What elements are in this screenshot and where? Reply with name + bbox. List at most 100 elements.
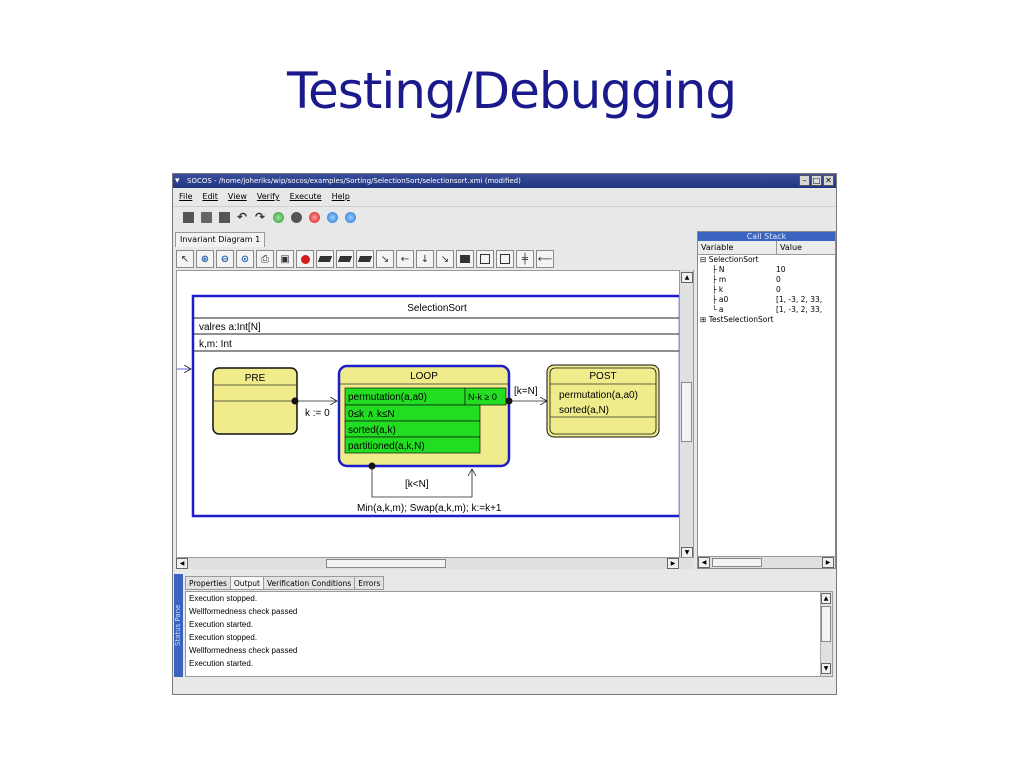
var-name: a0 xyxy=(718,295,729,304)
canvas-hscroll-thumb[interactable] xyxy=(326,559,446,568)
log-line: Execution stopped. xyxy=(189,594,258,603)
canvas-vertical-scrollbar[interactable]: ▲ ▼ xyxy=(679,270,693,569)
filled-box-tool-icon[interactable] xyxy=(456,250,474,268)
procedure-name: SelectionSort xyxy=(407,303,467,314)
var-value: 10 xyxy=(775,265,786,274)
fork-tool-icon[interactable]: ╪ xyxy=(516,250,534,268)
record-icon[interactable] xyxy=(291,212,302,223)
menu-execute[interactable]: Execute xyxy=(289,192,322,201)
main-toolbar: ↶ ↷ xyxy=(173,206,836,228)
export-icon[interactable]: ▣ xyxy=(276,250,294,268)
zoom-in-icon[interactable]: ⊕ xyxy=(196,250,214,268)
scroll-right-icon[interactable]: ▶ xyxy=(667,558,679,569)
output-scroll-down-icon[interactable]: ▼ xyxy=(821,663,831,674)
tab-output[interactable]: Output xyxy=(229,576,264,590)
tab-properties[interactable]: Properties xyxy=(185,576,231,590)
zoom-out-icon[interactable]: ⊖ xyxy=(216,250,234,268)
state-tool-icon[interactable] xyxy=(316,250,334,268)
tree-row-other[interactable]: ⊞ TestSelectionSort xyxy=(698,315,835,325)
down-arrow-tool-icon[interactable]: ↓ xyxy=(416,250,434,268)
save-icon[interactable] xyxy=(219,212,230,223)
call-stack-panel: Call Stack Variable Value ⊟ SelectionSor… xyxy=(697,231,836,569)
select-pointer-icon[interactable]: ↖ xyxy=(176,250,194,268)
canvas-vscroll-thumb[interactable] xyxy=(681,382,692,442)
cs-scroll-left-icon[interactable]: ◀ xyxy=(698,557,710,568)
loop-variant[interactable] xyxy=(464,387,507,406)
init-assignment: k := 0 xyxy=(305,408,330,419)
column-value[interactable]: Value xyxy=(780,243,802,252)
tree-row-var[interactable]: ├ m 0 xyxy=(698,275,835,285)
valres-declaration: valres a:Int[N] xyxy=(199,322,261,333)
minimize-icon[interactable]: – xyxy=(799,175,810,186)
post-invariant-0: permutation(a,a0) xyxy=(559,390,638,401)
tab-verification-conditions[interactable]: Verification Conditions xyxy=(262,576,356,590)
call-stack-header: Variable Value xyxy=(698,241,835,255)
step-into-icon[interactable] xyxy=(327,212,338,223)
transition-tool-icon[interactable]: ↘ xyxy=(376,250,394,268)
tab-invariant-diagram[interactable]: Invariant Diagram 1 xyxy=(175,232,266,247)
diagonal-arrow-tool-icon[interactable]: ↘ xyxy=(436,250,454,268)
situation-tool-icon[interactable] xyxy=(336,250,354,268)
undo-icon[interactable]: ↶ xyxy=(237,210,248,224)
menu-edit[interactable]: Edit xyxy=(202,192,218,201)
tree-row-root[interactable]: ⊟ SelectionSort xyxy=(698,255,835,265)
menu-file[interactable]: File xyxy=(179,192,193,201)
close-icon[interactable]: ✕ xyxy=(823,175,834,186)
menu-view[interactable]: View xyxy=(227,192,247,201)
var-value: 0 xyxy=(775,275,781,284)
tree-label: TestSelectionSort xyxy=(708,315,774,324)
tree-row-var[interactable]: ├ N 10 xyxy=(698,265,835,275)
output-scroll-thumb[interactable] xyxy=(821,606,831,642)
tree-collapse-icon[interactable]: ⊟ xyxy=(700,255,707,264)
loop-transition[interactable] xyxy=(371,466,472,498)
stop-icon[interactable] xyxy=(309,212,320,223)
socos-window: ▾ SOCOS - /home/joheriks/wip/socos/examp… xyxy=(172,173,837,695)
tree-row-var[interactable]: ├ a0 [1, -3, 2, 33, xyxy=(698,295,835,305)
run-icon[interactable] xyxy=(273,212,284,223)
invariant-partitioned[interactable] xyxy=(344,436,481,454)
tree-row-var[interactable]: └ a [1, -3, 2, 33, xyxy=(698,305,835,315)
new-document-icon[interactable] xyxy=(183,212,194,223)
exit-guard: [k=N] xyxy=(514,386,538,397)
canvas-horizontal-scrollbar[interactable]: ◀ ▶ xyxy=(176,557,694,569)
open-folder-icon[interactable] xyxy=(201,212,212,223)
menu-help[interactable]: Help xyxy=(331,192,350,201)
cs-scroll-thumb[interactable] xyxy=(712,558,762,567)
return-arrow-tool-icon[interactable]: ⟵ xyxy=(536,250,554,268)
zoom-fit-icon[interactable]: ⊙ xyxy=(236,250,254,268)
cs-scroll-right-icon[interactable]: ▶ xyxy=(822,557,834,568)
frame-tool-icon[interactable] xyxy=(496,250,514,268)
scroll-left-icon[interactable]: ◀ xyxy=(176,558,188,569)
window-titlebar: ▾ SOCOS - /home/joheriks/wip/socos/examp… xyxy=(173,174,836,188)
initial-state-icon[interactable] xyxy=(296,250,314,268)
log-line: Wellformedness check passed xyxy=(189,607,298,616)
var-name: N xyxy=(718,265,725,274)
scroll-up-icon[interactable]: ▲ xyxy=(681,272,693,283)
var-value: 0 xyxy=(775,285,781,294)
maximize-icon[interactable]: □ xyxy=(811,175,822,186)
output-scrollbar[interactable]: ▲ ▼ xyxy=(820,592,832,676)
empty-box-tool-icon[interactable] xyxy=(476,250,494,268)
menu-verify[interactable]: Verify xyxy=(256,192,280,201)
call-stack-scrollbar[interactable]: ◀ ▶ xyxy=(698,556,835,568)
redo-icon[interactable]: ↷ xyxy=(255,210,266,224)
column-variable[interactable]: Variable xyxy=(698,241,777,254)
status-pane: Status Pane Properties Output Verificati… xyxy=(173,574,836,682)
post-situation[interactable] xyxy=(546,364,660,438)
invariant-text-1: 0≤k ∧ k≤N xyxy=(348,409,395,420)
tree-expand-icon[interactable]: ⊞ xyxy=(700,315,707,324)
step-over-icon[interactable] xyxy=(345,212,356,223)
invariant-tool-icon[interactable] xyxy=(356,250,374,268)
var-name: a xyxy=(718,305,724,314)
tree-row-var[interactable]: ├ k 0 xyxy=(698,285,835,295)
var-value: [1, -3, 2, 33, xyxy=(775,295,823,304)
left-arrow-tool-icon[interactable]: ← xyxy=(396,250,414,268)
output-log[interactable]: Execution stopped. Wellformedness check … xyxy=(185,591,833,677)
output-scroll-up-icon[interactable]: ▲ xyxy=(821,593,831,604)
var-value: [1, -3, 2, 33, xyxy=(775,305,823,314)
log-line: Execution started. xyxy=(189,620,254,629)
tab-errors[interactable]: Errors xyxy=(354,576,385,590)
print-icon[interactable]: ⎙ xyxy=(256,250,274,268)
window-menu-icon[interactable]: ▾ xyxy=(175,176,180,186)
diagram-canvas[interactable]: SelectionSort valres a:Int[N] k,m: Int P… xyxy=(176,270,694,569)
